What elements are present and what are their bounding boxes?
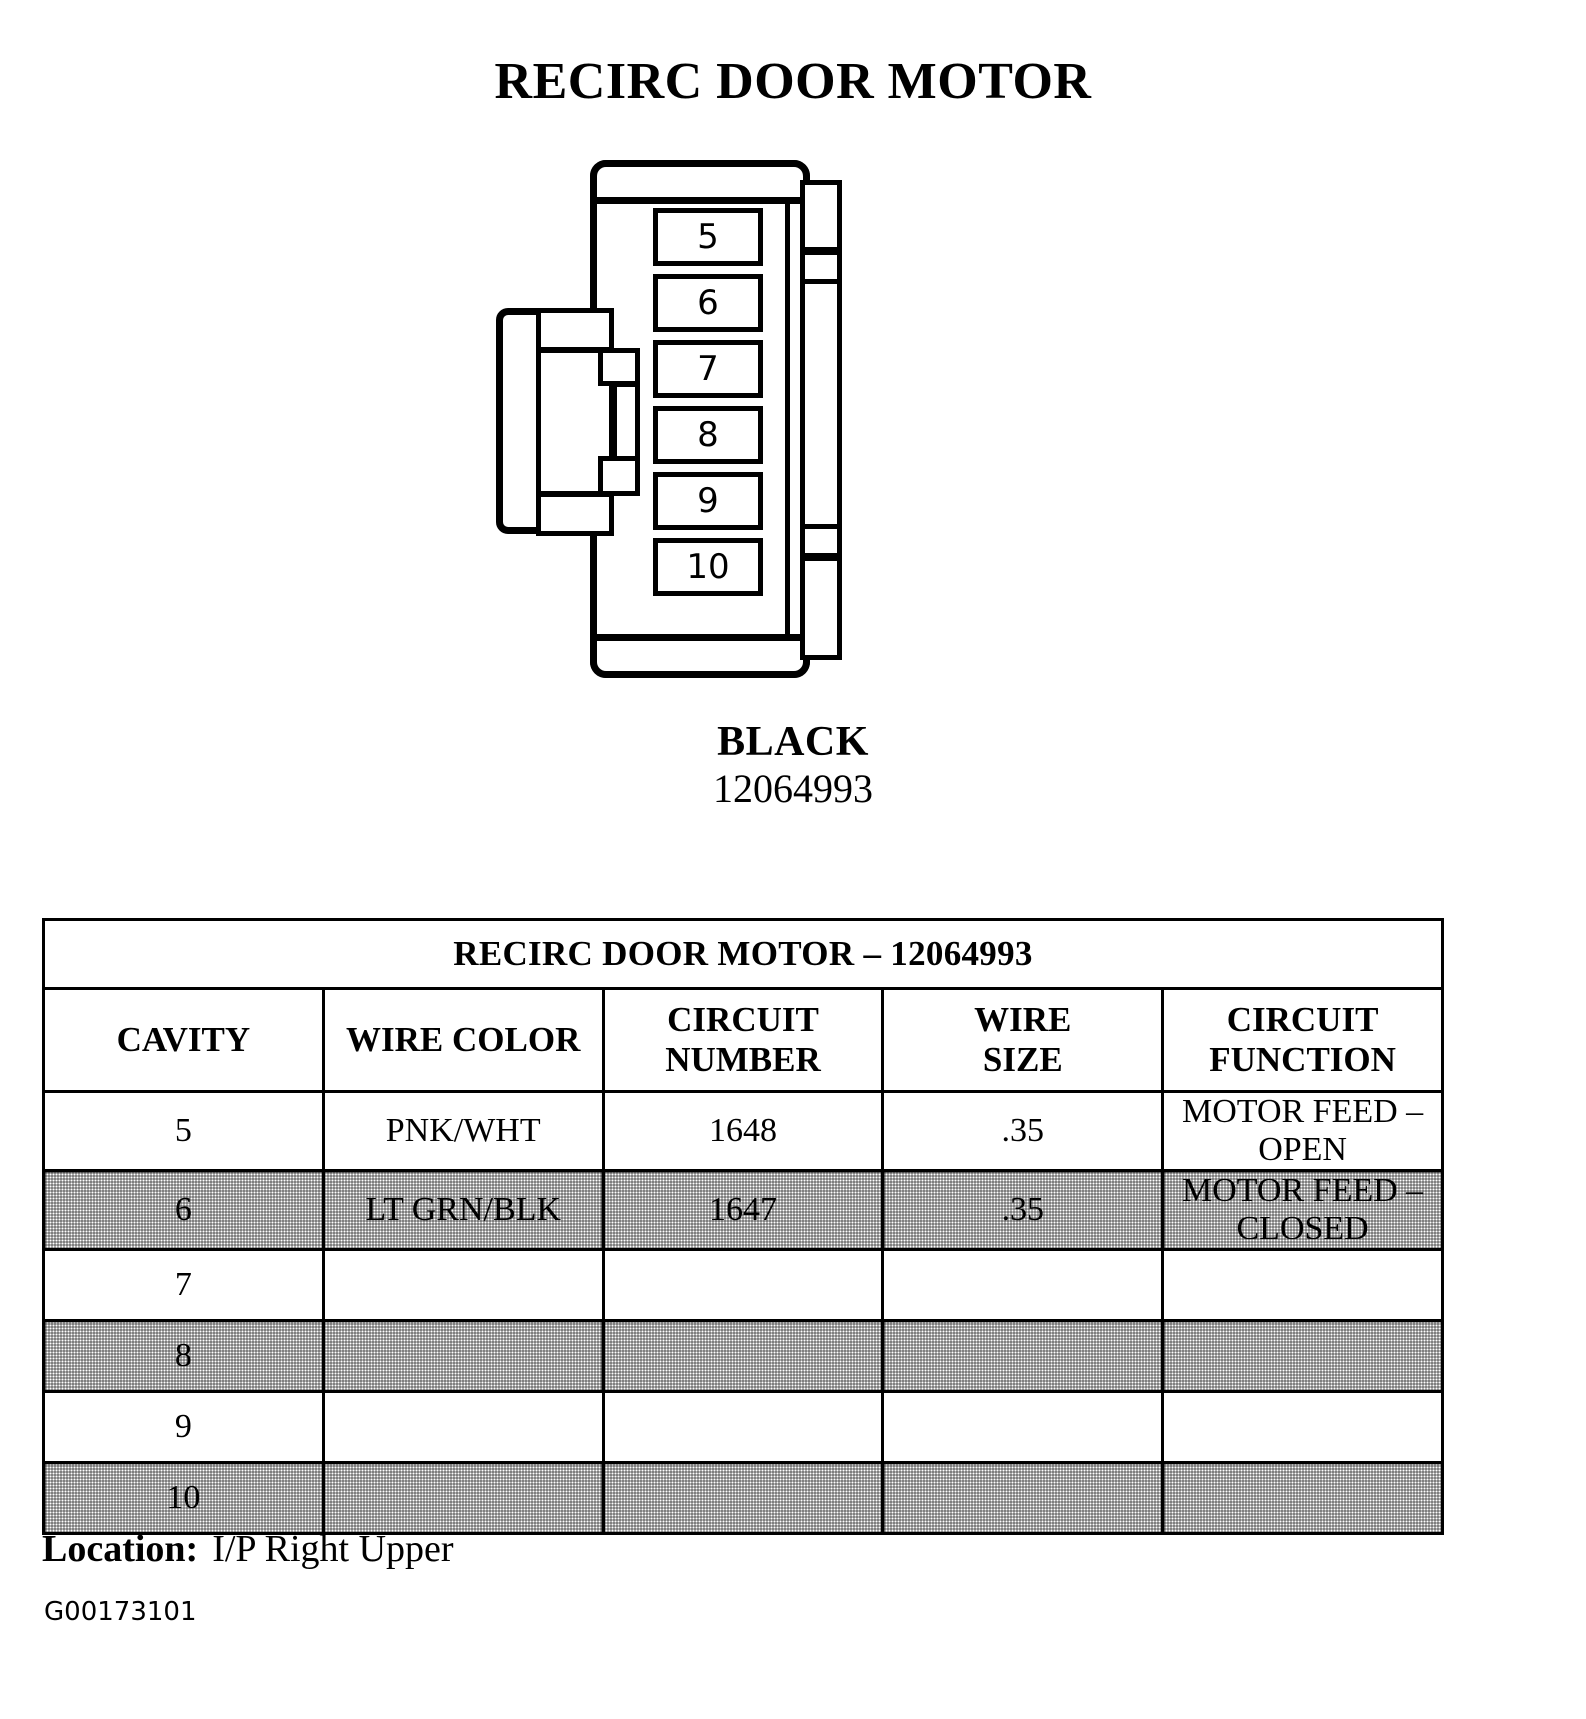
- pinout-table: RECIRC DOOR MOTOR – 12064993 CAVITY WIRE…: [42, 918, 1444, 1535]
- location-line: Location: I/P Right Upper: [42, 1527, 454, 1571]
- reference-code: G00173101: [44, 1597, 197, 1627]
- cavity-stack: 5 6 7 8 9 10: [653, 208, 763, 604]
- connector-latch-tab-2: [800, 250, 842, 284]
- cell-circuit-function: MOTOR FEED – OPEN: [1161, 1090, 1444, 1172]
- column-header-wire-size: WIRE SIZE: [881, 987, 1165, 1093]
- cell-circuit-number: [601, 1461, 885, 1535]
- cavity-box-7: 7: [653, 340, 763, 398]
- cell-circuit-function: [1161, 1319, 1444, 1393]
- connector-latch-tab-3: [800, 524, 842, 558]
- connector-latch-tab-4: [800, 556, 842, 660]
- table-row: 8: [42, 1319, 1444, 1393]
- table-body: 5 PNK/WHT 1648 .35 MOTOR FEED – OPEN 6 L…: [42, 1090, 1444, 1535]
- cell-circuit-function: [1161, 1248, 1444, 1322]
- page-title: RECIRC DOOR MOTOR: [494, 53, 1092, 110]
- table-row: 5 PNK/WHT 1648 .35 MOTOR FEED – OPEN: [42, 1090, 1444, 1172]
- cell-cavity: 6: [42, 1169, 325, 1251]
- table-column-header-row: CAVITY WIRE COLOR CIRCUIT NUMBER WIRE SI…: [42, 987, 1444, 1093]
- table-title-row: RECIRC DOOR MOTOR – 12064993: [42, 918, 1444, 990]
- connector-keyway-bottom: [598, 456, 640, 496]
- connector-top-lip: [590, 160, 810, 204]
- cell-circuit-function: [1161, 1390, 1444, 1464]
- table-row: 9: [42, 1390, 1444, 1464]
- cell-circuit-function: [1161, 1461, 1444, 1535]
- cell-cavity: 9: [42, 1390, 325, 1464]
- cell-circuit-function: MOTOR FEED – CLOSED: [1161, 1169, 1444, 1251]
- cavity-box-6: 6: [653, 274, 763, 332]
- cell-wire-color: [321, 1461, 605, 1535]
- column-header-cavity: CAVITY: [42, 987, 325, 1093]
- cell-wire-size: [881, 1248, 1165, 1322]
- cell-wire-color: [321, 1390, 605, 1464]
- column-header-circuit-function: CIRCUIT FUNCTION: [1161, 987, 1444, 1093]
- connector-latch-tab-1: [800, 180, 842, 252]
- table-row: 7: [42, 1248, 1444, 1322]
- cell-circuit-number: [601, 1390, 885, 1464]
- cell-cavity: 10: [42, 1461, 325, 1535]
- cell-circuit-number: 1647: [601, 1169, 885, 1251]
- connector-diagram: 5 6 7 8 9 10: [490, 150, 890, 690]
- cavity-box-8: 8: [653, 406, 763, 464]
- cell-circuit-number: 1648: [601, 1090, 885, 1172]
- cell-cavity: 7: [42, 1248, 325, 1322]
- cell-cavity: 5: [42, 1090, 325, 1172]
- column-header-circuit-number-line1: CIRCUIT: [667, 1000, 819, 1039]
- cell-circuit-number: [601, 1248, 885, 1322]
- cell-wire-size: [881, 1390, 1165, 1464]
- column-header-wire-color: WIRE COLOR: [321, 987, 605, 1093]
- cavity-box-9: 9: [653, 472, 763, 530]
- cell-wire-color: [321, 1248, 605, 1322]
- connector-keyway-middle: [612, 382, 640, 462]
- column-header-circuit-number: CIRCUIT NUMBER: [601, 987, 885, 1093]
- table-title: RECIRC DOOR MOTOR – 12064993: [42, 918, 1444, 990]
- connector-caption: BLACK 12064993: [0, 718, 1586, 812]
- location-label: Location:: [42, 1528, 199, 1570]
- table-row: 10: [42, 1461, 1444, 1535]
- cell-circuit-number: [601, 1319, 885, 1393]
- column-header-wire-size-line2: SIZE: [982, 1040, 1063, 1079]
- cell-wire-size: [881, 1319, 1165, 1393]
- cell-wire-color: [321, 1319, 605, 1393]
- connector-plug-block-top: [536, 308, 614, 352]
- column-header-circuit-number-line2: NUMBER: [665, 1040, 821, 1079]
- connector-keyway-top: [598, 348, 640, 386]
- cell-wire-color: LT GRN/BLK: [321, 1169, 605, 1251]
- connector-part-number: 12064993: [713, 766, 873, 811]
- connector-bottom-lip: [590, 634, 810, 678]
- cell-cavity: 8: [42, 1319, 325, 1393]
- cell-wire-color: PNK/WHT: [321, 1090, 605, 1172]
- connector-plug-block-bottom: [536, 492, 614, 536]
- table-row: 6 LT GRN/BLK 1647 .35 MOTOR FEED – CLOSE…: [42, 1169, 1444, 1251]
- cell-wire-size: [881, 1461, 1165, 1535]
- cell-wire-size: .35: [881, 1169, 1165, 1251]
- table-head: RECIRC DOOR MOTOR – 12064993 CAVITY WIRE…: [42, 918, 1444, 1093]
- cavity-box-10: 10: [653, 538, 763, 596]
- connector-color-label: BLACK: [717, 719, 869, 765]
- location-value: I/P Right Upper: [212, 1528, 454, 1570]
- cell-wire-size: .35: [881, 1090, 1165, 1172]
- column-header-wire-size-line1: WIRE: [974, 1000, 1072, 1039]
- cavity-box-5: 5: [653, 208, 763, 266]
